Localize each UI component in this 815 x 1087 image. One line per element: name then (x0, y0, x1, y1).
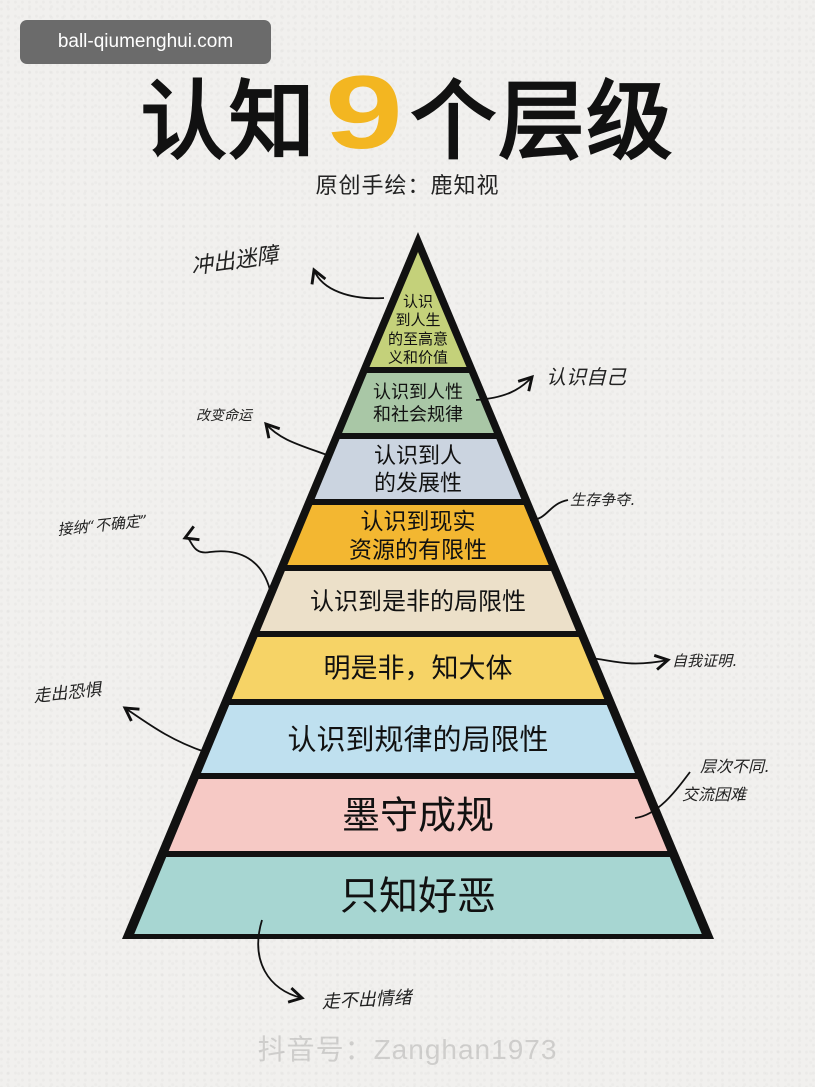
level-4-label: 明是非，知大体 (324, 654, 513, 685)
level-5-label: 认识到是非的局限性 (310, 588, 526, 616)
arrow-accept-uncertainty (182, 525, 271, 591)
level-7-label: 认识到人 (374, 444, 462, 469)
note-survival: 生存争夺. (570, 491, 635, 509)
note-self-prove: 自我证明. (672, 652, 737, 670)
source-url-badge[interactable]: ball-qiumenghui.com (20, 20, 271, 64)
note-know-self: 认识自己 (546, 365, 627, 389)
arrow-know-self (475, 374, 534, 401)
arrow-change-fate (264, 421, 328, 456)
pyramid-level-8 (342, 373, 494, 433)
arrow-survival (529, 499, 569, 521)
level-6-label: 资源的有限性 (349, 538, 487, 564)
level-9-label: 认识 (403, 292, 433, 310)
note-out-of-emotion: 走不出情绪 (321, 987, 415, 1013)
pyramid-level-7 (314, 439, 522, 499)
note-levels-differ-2: 交流困难 (682, 785, 748, 804)
level-9-label: 义和价值 (388, 349, 448, 367)
note-accept-uncertainty: 接纳“不确定” (57, 512, 149, 539)
note-levels-differ-1: 层次不同. (700, 757, 769, 776)
level-9-label: 的至高意 (388, 330, 448, 348)
pyramid-level-6 (287, 505, 549, 565)
title-part1: 认知 (140, 71, 317, 172)
arrow-breakthrough (310, 267, 385, 300)
pyramid-level-5 (259, 571, 577, 631)
level-1-label: 只知好恶 (340, 875, 496, 920)
douyin-watermark: 抖音号：Zanghan1973 (257, 1034, 558, 1065)
level-8-label: 和社会规律 (373, 405, 463, 426)
pyramid-level-9 (369, 252, 467, 367)
level-8-label: 认识到人性 (373, 382, 463, 403)
arrow-self-prove (589, 654, 671, 671)
level-6-label: 认识到现实 (361, 509, 476, 535)
subtitle: 原创手绘：鹿知视 (315, 174, 500, 199)
pyramid-level-2 (168, 779, 668, 851)
title-part2: 个层级 (410, 71, 675, 172)
level-9-label: 到人生 (395, 311, 440, 329)
page-title: 认知 9 个层级 (0, 55, 815, 172)
pyramid-level-4 (231, 637, 605, 699)
note-change-fate: 改变命运 (196, 408, 254, 424)
note-out-of-fear: 走出恐惧 (32, 680, 104, 707)
level-2-label: 墨守成规 (342, 794, 494, 838)
title-number: 9 (324, 54, 403, 171)
level-3-label: 认识到规律的局限性 (287, 722, 548, 756)
pyramid-level-3 (201, 705, 635, 773)
pyramid-level-1 (134, 857, 702, 934)
arrow-out-of-fear (122, 706, 206, 753)
note-breakthrough: 冲出迷障 (189, 243, 283, 280)
level-7-label: 的发展性 (374, 472, 462, 497)
arrow-levels-differ (634, 771, 691, 819)
arrow-out-of-emotion (257, 919, 305, 1004)
